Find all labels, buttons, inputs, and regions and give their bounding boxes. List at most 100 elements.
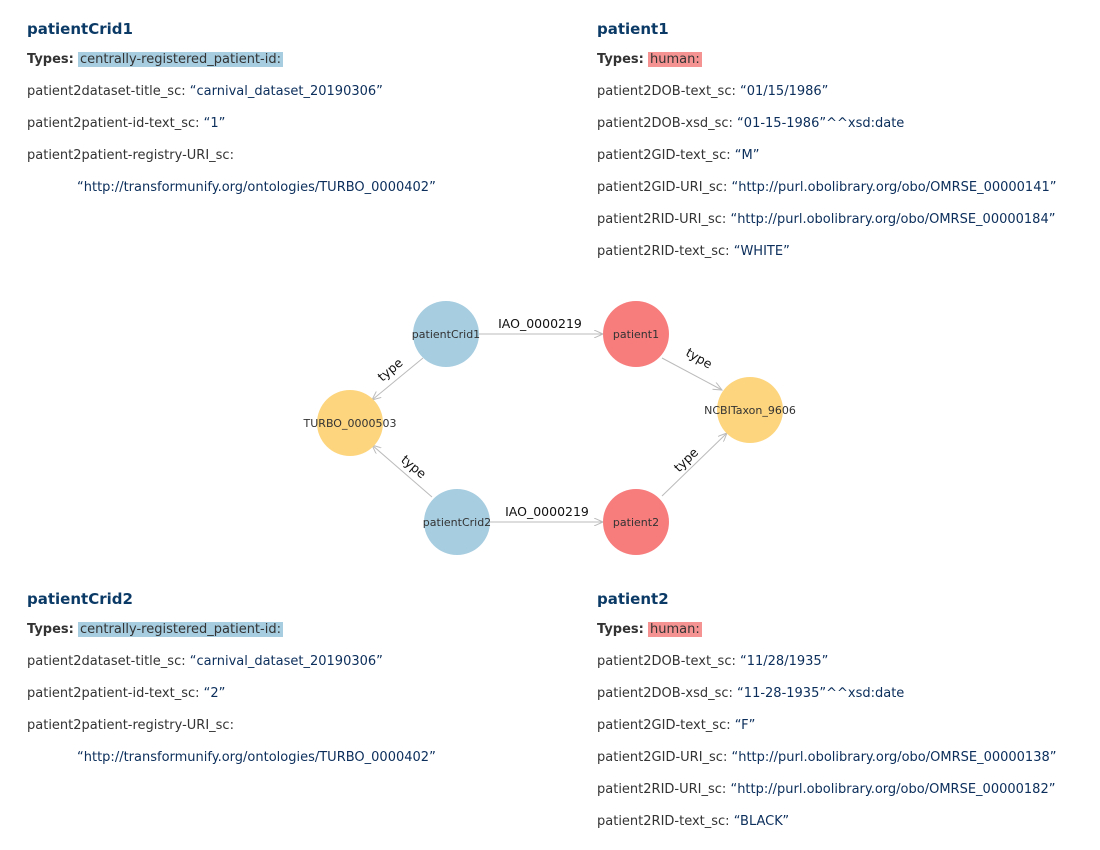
property-row: patient2patient-registry-URI_sc: bbox=[27, 717, 527, 734]
property-key: patient2RID-text_sc: bbox=[597, 814, 730, 829]
node-patient2[interactable]: patient2 bbox=[603, 489, 669, 555]
property-value: http://purl.obolibrary.org/obo/OMRSE_000… bbox=[738, 180, 1050, 195]
node-patientcrid2[interactable]: patientCrid2 bbox=[423, 489, 491, 555]
card-title: patientCrid2 bbox=[27, 590, 133, 608]
node-label: NCBITaxon_9606 bbox=[704, 404, 796, 417]
property-value: http://transformunify.org/ontologies/TUR… bbox=[83, 180, 430, 195]
property-key: patient2RID-text_sc: bbox=[597, 244, 730, 259]
edge-label: type bbox=[375, 355, 406, 385]
type-badge[interactable]: centrally-registered_patient-id: bbox=[78, 52, 283, 67]
edge-patient1-type bbox=[661, 357, 722, 390]
property-value: 01/15/1986 bbox=[746, 84, 822, 99]
property-row: patient2patient-registry-URI_sc: bbox=[27, 147, 527, 164]
property-value: http://transformunify.org/ontologies/TUR… bbox=[83, 750, 430, 765]
node-circle[interactable] bbox=[603, 489, 669, 555]
property-value: carnival_dataset_20190306 bbox=[196, 654, 377, 669]
node-circle[interactable] bbox=[717, 377, 783, 443]
property-key: patient2GID-URI_sc: bbox=[597, 750, 728, 765]
card-patientcrid2: patientCrid2 Types: centrally-registered… bbox=[27, 590, 527, 766]
property-row: patient2GID-URI_sc: “http://purl.obolibr… bbox=[597, 180, 1057, 195]
card-patientcrid1: patientCrid1 Types: centrally-registered… bbox=[27, 20, 527, 196]
property-row: patient2GID-text_sc: “M” bbox=[597, 148, 760, 163]
property-value: WHITE bbox=[740, 244, 784, 259]
types-label: Types: bbox=[27, 52, 74, 67]
node-label: patientCrid1 bbox=[412, 328, 480, 341]
types-row: Types: centrally-registered_patient-id: bbox=[27, 621, 527, 638]
node-turbo-0000503[interactable]: TURBO_0000503 bbox=[303, 390, 397, 456]
property-row: patient2dataset-title_sc: “carnival_data… bbox=[27, 654, 383, 669]
node-patientcrid1[interactable]: patientCrid1 bbox=[412, 301, 480, 367]
property-key: patient2dataset-title_sc: bbox=[27, 84, 186, 99]
property-row: patient2patient-id-text_sc: “2” bbox=[27, 686, 226, 701]
edge-crid1-type bbox=[372, 357, 424, 400]
edge-label: type bbox=[671, 444, 702, 474]
property-row: patient2dataset-title_sc: “carnival_data… bbox=[27, 84, 383, 99]
property-value: 11/28/1935 bbox=[746, 654, 822, 669]
property-key: patient2GID-URI_sc: bbox=[597, 180, 728, 195]
property-value: 2 bbox=[210, 686, 219, 701]
property-key: patient2DOB-xsd_sc: bbox=[597, 116, 733, 131]
property-key: patient2patient-id-text_sc: bbox=[27, 686, 200, 701]
edge-patient2-type bbox=[661, 433, 727, 497]
edge-label: IAO_0000219 bbox=[505, 504, 589, 519]
property-value: http://purl.obolibrary.org/obo/OMRSE_000… bbox=[737, 212, 1049, 227]
property-row: patient2DOB-text_sc: “11/28/1935” bbox=[597, 654, 829, 669]
property-row: patient2DOB-xsd_sc: “01-15-1986”^^xsd:da… bbox=[597, 116, 905, 131]
property-value-row: “http://transformunify.org/ontologies/TU… bbox=[77, 180, 436, 195]
types-label: Types: bbox=[597, 622, 644, 637]
datatype-suffix: ^^xsd:date bbox=[826, 686, 905, 701]
property-key: patient2dataset-title_sc: bbox=[27, 654, 186, 669]
node-label: patient1 bbox=[613, 328, 659, 341]
types-row: Types: centrally-registered_patient-id: bbox=[27, 51, 527, 68]
property-row: patient2GID-URI_sc: “http://purl.obolibr… bbox=[597, 750, 1057, 765]
property-row: patient2RID-URI_sc: “http://purl.obolibr… bbox=[597, 212, 1056, 227]
property-row: patient2DOB-text_sc: “01/15/1986” bbox=[597, 84, 829, 99]
card-patient2: patient2 Types: human: patient2DOB-text_… bbox=[597, 590, 1097, 830]
node-label: TURBO_0000503 bbox=[303, 417, 397, 430]
property-key: patient2patient-registry-URI_sc: bbox=[27, 148, 234, 163]
edge-label: IAO_0000219 bbox=[498, 316, 582, 331]
type-badge[interactable]: human: bbox=[648, 52, 702, 67]
property-row: patient2DOB-xsd_sc: “11-28-1935”^^xsd:da… bbox=[597, 686, 905, 701]
node-label: patient2 bbox=[613, 516, 659, 529]
type-badge[interactable]: human: bbox=[648, 622, 702, 637]
property-value: http://purl.obolibrary.org/obo/OMRSE_000… bbox=[737, 782, 1049, 797]
edge-label: type bbox=[398, 452, 429, 482]
property-value: carnival_dataset_20190306 bbox=[196, 84, 377, 99]
node-circle[interactable] bbox=[317, 390, 383, 456]
type-badge[interactable]: centrally-registered_patient-id: bbox=[78, 622, 283, 637]
property-value: 01-15-1986 bbox=[743, 116, 820, 131]
types-row: Types: human: bbox=[597, 51, 1097, 68]
edge-label: type bbox=[683, 345, 715, 372]
property-row: patient2RID-URI_sc: “http://purl.obolibr… bbox=[597, 782, 1056, 797]
property-key: patient2patient-registry-URI_sc: bbox=[27, 718, 234, 733]
types-label: Types: bbox=[27, 622, 74, 637]
node-circle[interactable] bbox=[603, 301, 669, 367]
property-value: 1 bbox=[210, 116, 219, 131]
property-row: patient2patient-id-text_sc: “1” bbox=[27, 116, 226, 131]
card-title: patientCrid1 bbox=[27, 20, 133, 38]
datatype-suffix: ^^xsd:date bbox=[826, 116, 905, 131]
node-patient1[interactable]: patient1 bbox=[603, 301, 669, 367]
property-key: patient2GID-text_sc: bbox=[597, 718, 731, 733]
node-ncbitaxon-9606[interactable]: NCBITaxon_9606 bbox=[704, 377, 796, 443]
property-key: patient2patient-id-text_sc: bbox=[27, 116, 200, 131]
property-value: F bbox=[741, 718, 749, 733]
card-title: patient1 bbox=[597, 20, 669, 38]
property-row: patient2RID-text_sc: “WHITE” bbox=[597, 244, 790, 259]
property-value: BLACK bbox=[740, 814, 783, 829]
types-label: Types: bbox=[597, 52, 644, 67]
node-circle[interactable] bbox=[413, 301, 479, 367]
property-key: patient2DOB-text_sc: bbox=[597, 84, 736, 99]
property-row: patient2GID-text_sc: “F” bbox=[597, 718, 756, 733]
property-key: patient2DOB-xsd_sc: bbox=[597, 686, 733, 701]
node-circle[interactable] bbox=[424, 489, 490, 555]
edge-crid2-type bbox=[372, 445, 433, 498]
property-value: 11-28-1935 bbox=[743, 686, 820, 701]
property-key: patient2GID-text_sc: bbox=[597, 148, 731, 163]
types-row: Types: human: bbox=[597, 621, 1097, 638]
property-key: patient2RID-URI_sc: bbox=[597, 212, 727, 227]
property-value: http://purl.obolibrary.org/obo/OMRSE_000… bbox=[738, 750, 1050, 765]
property-value-row: “http://transformunify.org/ontologies/TU… bbox=[77, 750, 436, 765]
